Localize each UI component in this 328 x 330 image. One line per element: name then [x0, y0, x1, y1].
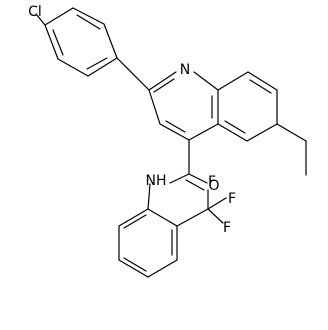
fluorine-label-top: F	[208, 174, 216, 190]
trifluoromethylphenyl-ring	[118, 208, 178, 278]
fluorine-label-bottom: F	[223, 220, 231, 236]
quinoline-benzo-ring	[217, 71, 278, 142]
cf3-group	[176, 189, 227, 227]
amide-group	[169, 139, 208, 191]
quinoline-pyridine-ring	[148, 71, 219, 141]
chlorine-label: Cl	[28, 4, 42, 20]
biaryl-bond	[116, 57, 150, 91]
ethyl-group	[276, 123, 307, 176]
cl-bond	[35, 13, 46, 26]
chlorophenyl-ring	[44, 7, 118, 77]
fluorine-label-right: F	[228, 191, 236, 207]
amide-nitrogen-label: NH	[146, 173, 167, 189]
ring-nitrogen-label: N	[180, 62, 190, 78]
nh-aryl-bond	[147, 183, 151, 210]
oxygen-label: O	[208, 178, 219, 194]
